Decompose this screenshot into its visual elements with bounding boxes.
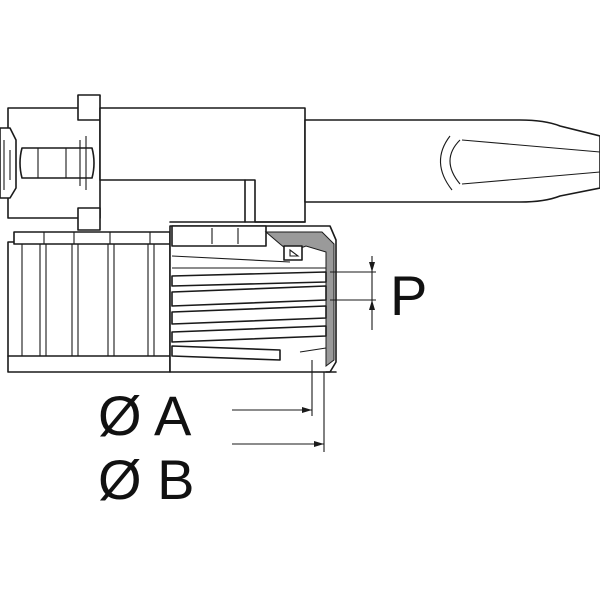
threaded-cap bbox=[7, 225, 337, 373]
dimension-a bbox=[232, 360, 313, 416]
diameter-a-label: Ø A bbox=[98, 384, 192, 447]
dimension-p bbox=[330, 256, 376, 330]
tool-shank bbox=[0, 94, 600, 231]
dimension-b bbox=[232, 372, 325, 452]
pitch-label: P bbox=[390, 264, 428, 327]
diameter-b-label: Ø B bbox=[98, 448, 195, 511]
